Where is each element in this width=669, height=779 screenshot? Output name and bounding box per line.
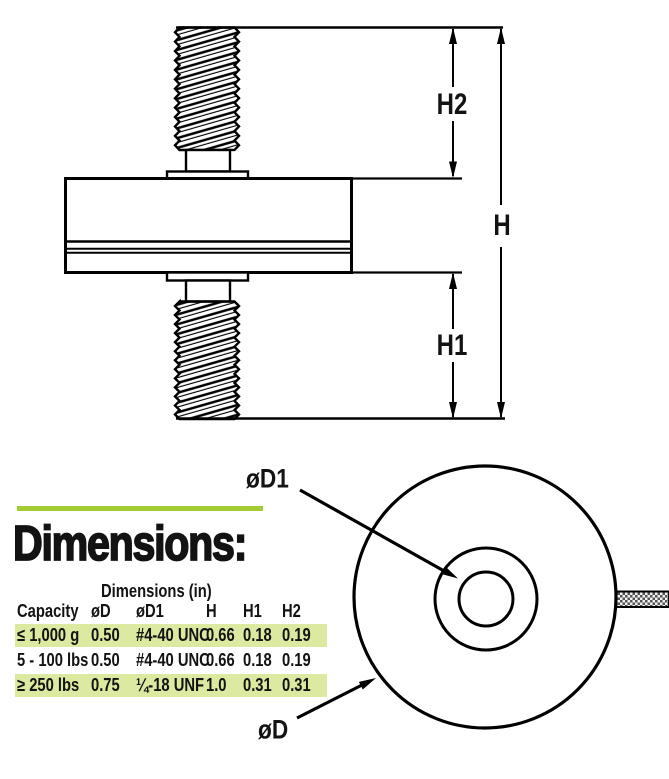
inner-circle <box>457 570 515 628</box>
dim-label-h: H <box>493 209 511 242</box>
table-group-header-label: Dimensions (in) <box>101 581 212 601</box>
dim-label-h2: H2 <box>436 88 468 121</box>
leader-arrow-d <box>296 678 376 720</box>
bottom-stud-shank <box>184 279 232 303</box>
cell-d1: #4-40 UNC <box>136 650 210 670</box>
dimension-line-h1 <box>449 272 457 419</box>
cable <box>613 590 669 608</box>
table-group-header: Dimensions (in) <box>15 581 327 601</box>
cell-h2: 0.19 <box>282 625 311 645</box>
cell-h: 1.0 <box>206 675 227 695</box>
cell-d: 0.50 <box>91 625 120 645</box>
table-row: ≤ 1,000 g 0.50 #4-40 UNC 0.66 0.18 0.19 <box>15 624 327 647</box>
cell-d1: ¼-18 UNF <box>136 675 205 695</box>
dimension-line-h2 <box>449 27 457 178</box>
col-header-h: H <box>206 601 217 621</box>
table-header-row: Capacity øD øD1 H H1 H2 <box>15 601 327 622</box>
cell-h: 0.66 <box>206 650 235 670</box>
table-row: ≥ 250 lbs 0.75 ¼-18 UNF 1.0 0.31 0.31 <box>15 674 327 697</box>
cell-h2: 0.31 <box>282 675 311 695</box>
dim-label-h1: H1 <box>436 329 468 362</box>
top-view-drawing <box>296 464 669 730</box>
label-diameter-d1: øD1 <box>246 463 289 494</box>
cell-d1: #4-40 UNC <box>136 625 210 645</box>
bottom-stud-thread <box>173 298 241 421</box>
top-stud-shank <box>184 148 232 173</box>
accent-divider <box>17 506 263 511</box>
cell-h1: 0.31 <box>243 675 272 695</box>
col-header-d: øD <box>91 601 111 621</box>
dimensions-table: Dimensions (in) Capacity øD øD1 H H1 H2 … <box>15 581 327 697</box>
top-stud-thread <box>173 26 241 152</box>
leader-arrow-d1 <box>299 488 458 579</box>
bottom-collar <box>165 271 250 282</box>
cell-capacity: 5 - 100 lbs <box>17 650 89 670</box>
section-heading: Dimensions: <box>12 517 248 571</box>
dimension-line-h <box>497 27 505 419</box>
col-header-capacity: Capacity <box>17 601 79 621</box>
table-row: 5 - 100 lbs 0.50 #4-40 UNC 0.66 0.18 0.1… <box>15 649 327 672</box>
col-header-d1: øD1 <box>136 601 164 621</box>
cell-h: 0.66 <box>206 625 235 645</box>
cell-h1: 0.18 <box>243 625 272 645</box>
label-diameter-d: øD <box>258 714 289 745</box>
cell-h2: 0.19 <box>282 650 311 670</box>
col-header-h1: H1 <box>243 601 262 621</box>
middle-circle <box>433 546 539 652</box>
cell-d: 0.50 <box>91 650 120 670</box>
cell-h1: 0.18 <box>243 650 272 670</box>
side-view-drawing <box>64 26 505 421</box>
col-header-h2: H2 <box>282 601 301 621</box>
load-cell-body <box>64 177 353 274</box>
outer-circle <box>352 464 618 730</box>
cell-capacity: ≥ 250 lbs <box>17 675 80 695</box>
cell-d: 0.75 <box>91 675 120 695</box>
cell-capacity: ≤ 1,000 g <box>17 625 80 645</box>
